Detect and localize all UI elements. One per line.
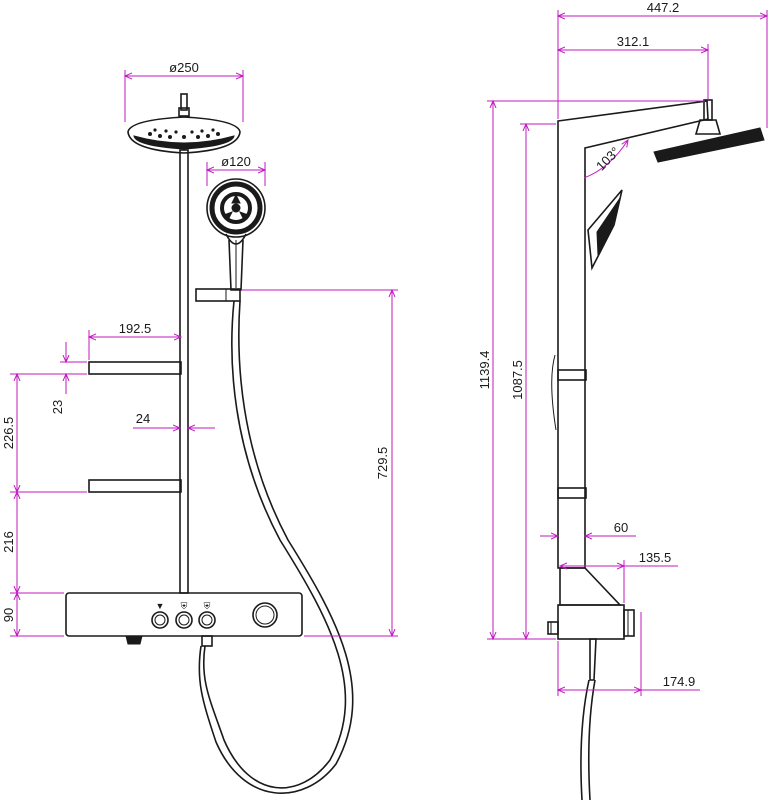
front-dimensions: ø250 ø120 192.5 23 24 226.5 [1,60,398,636]
dim-head-angle: 103° [593,144,623,174]
dim-total-projection: 447.2 [647,0,680,15]
upper-shelf [88,361,182,375]
hand-shower [206,178,266,291]
side-dimensions: 447.2 312.1 103° 1139.4 1087.5 60 [477,0,767,696]
riser-pipe [178,93,190,594]
side-rain-head [653,99,765,163]
control-symbol-1: ▼ [156,601,165,611]
dim-outlet-depth: 174.9 [663,674,696,689]
control-symbol-2: ⛨ [181,601,188,611]
side-view: 447.2 312.1 103° 1139.4 1087.5 60 [477,0,767,801]
dim-shelf-thickness: 23 [50,400,65,414]
dim-hand-diameter: ø120 [221,154,251,169]
side-hand-shower [587,189,623,271]
rain-shower-head [127,116,241,154]
dim-hose-holder-height: 729.5 [375,447,390,480]
dim-head-diameter: ø250 [169,60,199,75]
dim-pipe-diameter: 24 [136,411,150,426]
dim-column-height: 1087.5 [510,360,525,400]
control-symbol-3: ⛨ [204,601,211,611]
lower-shelf [88,479,182,493]
shower-hose [198,300,354,794]
dim-arm-projection: 312.1 [617,34,650,49]
dim-column-depth: 60 [614,520,628,535]
hose-holder [195,288,241,302]
dim-lower-gap: 216 [1,531,16,553]
dim-shelf-spacing: 226.5 [1,417,16,450]
dim-console-depth: 135.5 [639,550,672,565]
front-view: ▼ ⛨ ⛨ ø250 ø120 192.5 [1,60,398,794]
control-console: ▼ ⛨ ⛨ [65,592,303,647]
dim-console-height: 90 [1,608,16,622]
side-column [551,100,709,569]
side-console [547,567,635,801]
dim-total-height: 1139.4 [477,351,492,390]
dim-shelf-depth: 192.5 [119,321,152,336]
